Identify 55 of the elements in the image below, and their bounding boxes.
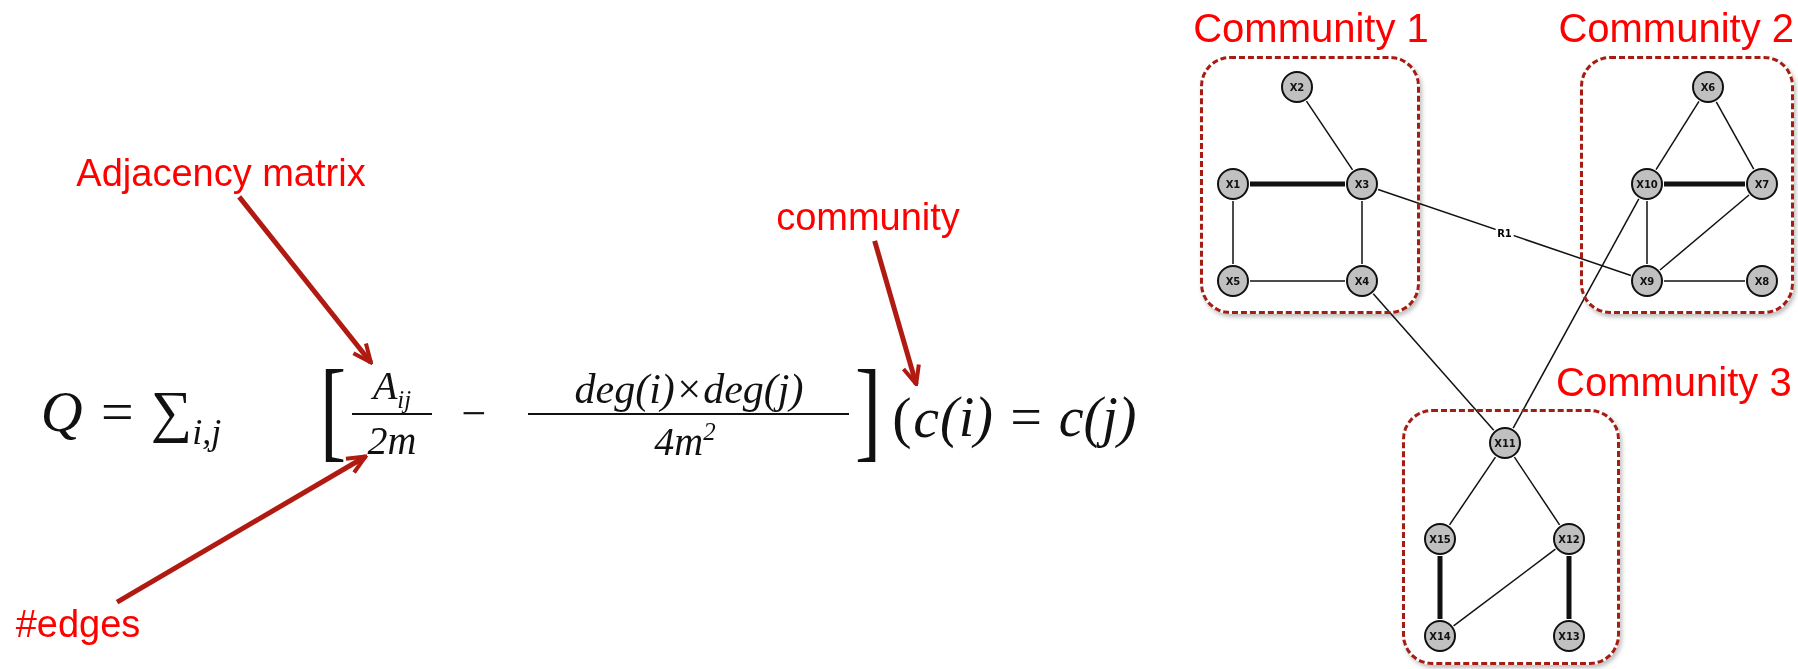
formula-text: Q = ∑$_{i,j}$ <box>40 379 222 453</box>
graph-node: X13 <box>1553 620 1585 652</box>
graph-edge <box>1566 556 1572 619</box>
graph-node: X10 <box>1631 168 1663 200</box>
formula-term: c <box>913 386 939 450</box>
graph-node: X7 <box>1746 168 1778 200</box>
community-label: Community 3 <box>1556 360 1792 404</box>
formula-text: − <box>461 389 487 439</box>
graph-node: X8 <box>1746 265 1778 297</box>
annotation-text: Adjacency matrix <box>76 153 366 195</box>
formula-text: 4m$^{2}$ <box>654 418 716 464</box>
graph-edge <box>1377 188 1632 277</box>
graph-edge <box>1232 200 1234 265</box>
graph-edge <box>1512 198 1640 429</box>
graph-node: X5 <box>1217 265 1249 297</box>
graph-node: X1 <box>1217 168 1249 200</box>
arrow <box>115 454 368 605</box>
graph-edge <box>1361 200 1363 265</box>
community-label: Community 1 <box>1193 6 1429 50</box>
graph-edge <box>1715 101 1755 170</box>
edge-label: R1 <box>1495 227 1514 238</box>
graph-edge <box>1664 181 1745 187</box>
graph-node: X15 <box>1424 523 1456 555</box>
formula-text: ( <box>892 386 912 450</box>
formula-term: A$_{ij}$ <box>372 364 412 414</box>
community-label: Community 2 <box>1558 6 1794 50</box>
formula-text: (i) = c(j) <box>940 387 1137 449</box>
graph-node: X12 <box>1553 523 1585 555</box>
graph-edge <box>1452 548 1557 627</box>
graph-node: X9 <box>1631 265 1663 297</box>
graph-node: X3 <box>1346 168 1378 200</box>
graph-edge <box>1646 200 1648 265</box>
graph-node: X11 <box>1489 427 1521 459</box>
graph-edge <box>1437 556 1443 619</box>
graph-edge <box>1659 194 1750 271</box>
graph-edge <box>1250 181 1345 187</box>
graph-edge <box>1249 280 1346 282</box>
graph-edge <box>1448 456 1497 526</box>
graph-edge <box>1655 100 1700 171</box>
graph-edge <box>1513 456 1561 526</box>
formula-text: deg(i)×deg(j) <box>574 365 804 413</box>
graph-node: X14 <box>1424 620 1456 652</box>
graph-node: X4 <box>1346 265 1378 297</box>
annotation-text: #edges <box>15 604 141 646</box>
graph-node: X6 <box>1692 71 1724 103</box>
formula-term: 2m <box>367 419 417 463</box>
annotation-text: community <box>776 197 960 239</box>
arrow <box>237 195 373 365</box>
arrow <box>872 240 921 387</box>
graph-edge <box>1305 100 1354 171</box>
bracket: [ <box>319 348 347 472</box>
bracket: ] <box>854 348 882 472</box>
graph-node: X2 <box>1281 71 1313 103</box>
graph-edge <box>1372 293 1495 431</box>
graph-edge <box>1663 280 1746 282</box>
